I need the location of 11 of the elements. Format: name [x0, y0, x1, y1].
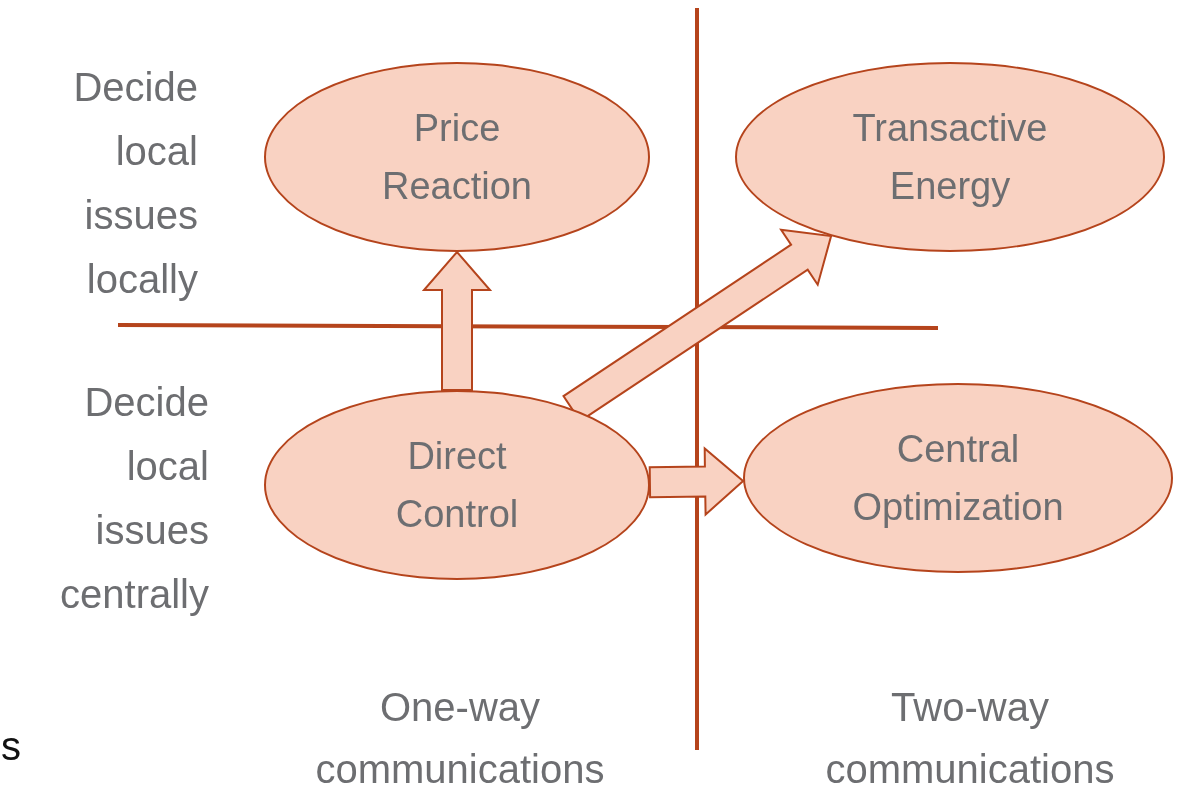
axis-label: s [1, 723, 22, 770]
block-arrow [648, 446, 745, 517]
block-arrow [421, 250, 493, 391]
axis-label: Decide local issues locally [72, 64, 198, 303]
ellipse-node: Direct Control [264, 390, 650, 580]
axis-label: Two-way communications [824, 684, 1116, 788]
axis-label: One-way communications [314, 684, 606, 788]
ellipse-node: Central Optimization [743, 383, 1173, 573]
axis-label: Decide local issues centrally [59, 379, 209, 618]
ellipse-node: Transactive Energy [735, 62, 1165, 252]
ellipse-node: Price Reaction [264, 62, 650, 252]
